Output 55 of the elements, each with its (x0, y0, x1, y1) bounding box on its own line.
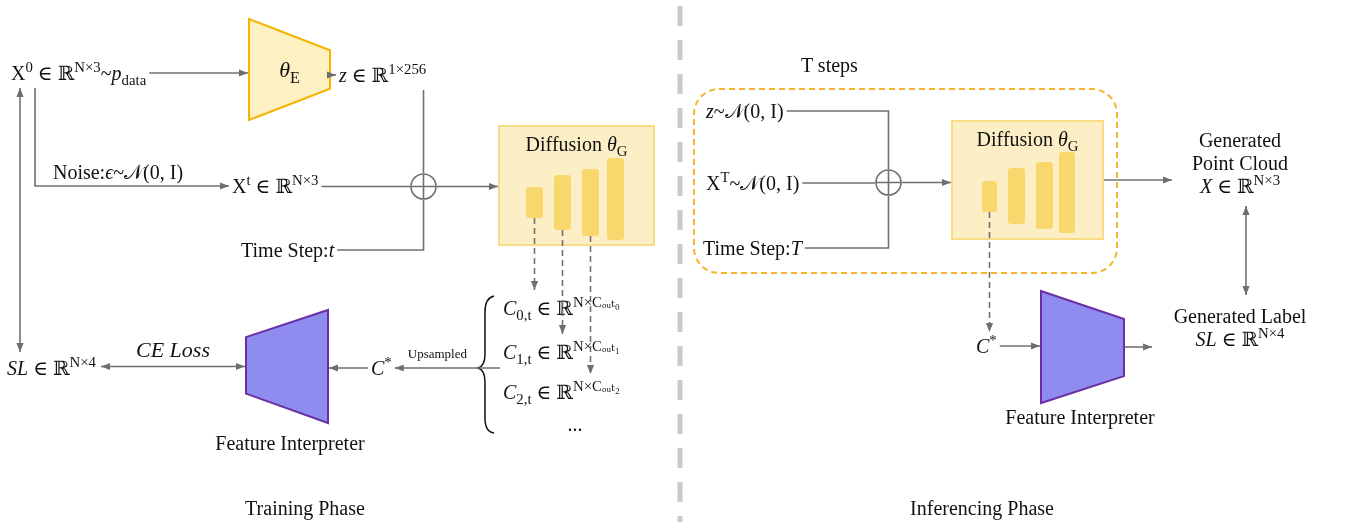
phase-caption: Inferencing Phase (909, 497, 1055, 519)
arrow (34, 87, 230, 190)
node-label: Generated Point Cloud (1190, 128, 1290, 175)
math-label: C$^{*}$ (976, 334, 997, 358)
edge-label: Upsampled (406, 346, 468, 362)
math-label: X$^{T}$~𝒩(0, I) (706, 171, 800, 195)
block-title: Diffusion θ$_{G}$ (524, 133, 629, 156)
math-label: X$^{t}$ ∈ ℝ$^{N×3}$ (232, 174, 319, 198)
feature-bar (554, 175, 571, 230)
math-label: C$_{2,t}$ ∈ ℝ$^{N×Cₒᵤₜ₂}$ (503, 380, 620, 404)
interpreter-trapezoid (245, 309, 329, 424)
arrow (1103, 176, 1173, 184)
diffusion-block (951, 120, 1104, 240)
node-label: Generated Label (1173, 305, 1307, 328)
dashed-arrow (586, 235, 595, 375)
dashed-arrow (558, 229, 567, 335)
math-label: C$^{*}$ (371, 356, 392, 380)
arrow (1124, 343, 1153, 351)
arrow (393, 364, 501, 372)
math-label: z ∈ ℝ$^{1×256}$ (339, 63, 427, 87)
arrow (100, 362, 246, 371)
node-label: Feature Interpreter (214, 432, 366, 455)
feature-bar (582, 169, 599, 236)
feature-bar (1008, 168, 1025, 224)
arrow (998, 342, 1041, 350)
feature-bar (526, 187, 543, 218)
math-label: X ∈ ℝ$^{N×3}$ (1199, 174, 1281, 198)
arrow (327, 71, 337, 79)
interpreter-trapezoid (1040, 290, 1125, 404)
group-heading: T steps (801, 54, 858, 77)
feature-bar (1036, 162, 1053, 229)
arrow (16, 87, 24, 353)
math-label: Time Step:T (703, 236, 802, 260)
dashed-arrow (985, 211, 994, 333)
math-label: C$_{1,t}$ ∈ ℝ$^{N×Cₒᵤₜ₁}$ (503, 340, 620, 364)
block-title: Diffusion θ$_{G}$ (975, 128, 1080, 151)
math-label: X$^{0}$ ∈ ℝ$^{N×3}$~p$_{data}$ (11, 61, 147, 85)
math-label: θ$_{E}$ (279, 56, 300, 83)
encoder-trapezoid (248, 18, 331, 121)
edge-label: Noise:ϵ~𝒩(0, I) (51, 161, 185, 183)
diffusion-block (498, 125, 655, 246)
math-label: z~𝒩(0, I) (706, 99, 784, 123)
dashed-arrow (530, 217, 539, 291)
arrow (901, 178, 952, 187)
arrow (328, 364, 369, 372)
arrow (436, 182, 499, 191)
feature-bar (982, 181, 997, 212)
math-label: SL ∈ ℝ$^{N×4}$ (7, 356, 96, 380)
node-label: Feature Interpreter (1004, 406, 1156, 429)
feature-bar (607, 158, 624, 240)
math-label: Time Step:t (241, 238, 335, 262)
feature-bar (1059, 152, 1075, 233)
arrow (1242, 205, 1250, 296)
arrow (148, 69, 249, 77)
math-label: SL ∈ ℝ$^{N×4}$ (1195, 328, 1285, 351)
